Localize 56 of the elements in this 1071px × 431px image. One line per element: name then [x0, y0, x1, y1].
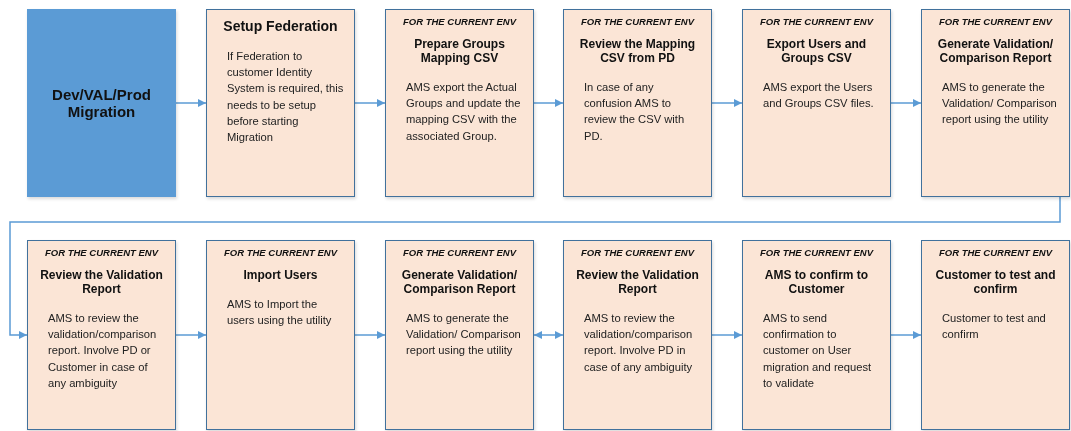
process-box	[27, 240, 176, 430]
scope-note: FOR THE CURRENT ENV	[580, 16, 696, 27]
box-description: AMS export the Users and Groups CSV files.	[763, 80, 875, 112]
scope-note: FOR THE CURRENT ENV	[44, 247, 160, 258]
box-description: AMS to generate the Validation/ Comparison report using the utility	[406, 311, 522, 359]
scope-note: FOR THE CURRENT ENV	[938, 16, 1054, 27]
box-title: Generate Validation/ Comparison Report	[936, 37, 1055, 65]
scope-note: FOR THE CURRENT ENV	[938, 247, 1054, 258]
process-box	[742, 240, 891, 430]
arrow	[711, 99, 743, 107]
box-description: AMS export the Actual Groups and update the mapping CSV with the associated Group.	[406, 80, 522, 144]
box-title: Dev/VAL/Prod Migration	[51, 86, 152, 120]
arrow	[354, 99, 386, 107]
scope-note: FOR THE CURRENT ENV	[402, 247, 518, 258]
box-title: Review the Validation Report	[39, 268, 164, 296]
box-description: AMS to Import the users using the utility	[227, 297, 333, 329]
process-box	[385, 240, 534, 430]
arrow	[890, 99, 922, 107]
arrow	[533, 99, 564, 107]
box-description: AMS to review the validation/comparison report. Involve PD in case of any ambiguity	[584, 311, 694, 375]
process-box	[921, 9, 1070, 197]
process-box	[563, 9, 712, 197]
scope-note: FOR THE CURRENT ENV	[580, 247, 696, 258]
box-title: Import Users	[242, 268, 319, 282]
process-box	[742, 9, 891, 197]
arrow	[175, 331, 207, 339]
box-description: AMS to generate the Validation/ Comparison report using the utility	[942, 80, 1058, 128]
process-box	[563, 240, 712, 430]
box-title: Export Users and Groups CSV	[765, 37, 868, 65]
arrow	[9, 196, 1061, 339]
process-box	[206, 240, 355, 430]
box-description: AMS to send confirmation to customer on User migration and request to validate	[763, 311, 873, 391]
box-title: Customer to test and confirm	[934, 268, 1057, 296]
box-description: If Federation to customer Identity System is required, this needs to be setup before starting Migration	[227, 49, 345, 146]
start-box	[27, 9, 176, 197]
scope-note: FOR THE CURRENT ENV	[223, 247, 339, 258]
scope-note: FOR THE CURRENT ENV	[402, 16, 518, 27]
box-description: Customer to test and confirm	[942, 311, 1047, 343]
arrow	[354, 331, 386, 339]
scope-note: FOR THE CURRENT ENV	[759, 16, 875, 27]
box-title: Review the Validation Report	[575, 268, 700, 296]
process-box	[385, 9, 534, 197]
box-title: AMS to confirm to Customer	[763, 268, 870, 296]
arrow	[175, 99, 207, 107]
box-title: Prepare Groups Mapping CSV	[413, 37, 506, 65]
box-description: AMS to review the validation/comparison report. Involve PD or Customer in case of any ambiguity	[48, 311, 158, 391]
arrow	[890, 331, 922, 339]
arrow	[711, 331, 743, 339]
box-description: In case of any confusion AMS to review the CSV with PD.	[584, 80, 686, 144]
scope-note: FOR THE CURRENT ENV	[759, 247, 875, 258]
process-box	[206, 9, 355, 197]
box-title: Generate Validation/ Comparison Report	[400, 268, 519, 296]
box-title: Setup Federation	[222, 18, 339, 34]
box-title: Review the Mapping CSV from PD	[578, 37, 697, 65]
arrow	[533, 331, 564, 339]
process-box	[921, 240, 1070, 430]
